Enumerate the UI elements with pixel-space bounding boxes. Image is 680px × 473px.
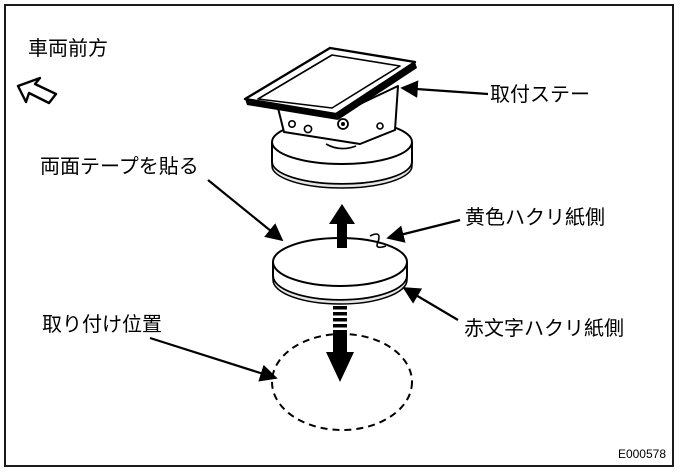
up-arrow-icon [329, 204, 355, 248]
mounting-position-label: 取り付け位置 [42, 312, 162, 336]
red-letter-release-paper-label: 赤文字ハクリ紙側 [464, 316, 624, 340]
vehicle-front-arrow-icon [16, 76, 58, 105]
double-sided-tape-label: 両面テープを貼る [40, 154, 199, 178]
diagram-frame [4, 4, 674, 467]
vehicle-front-label: 車両前方 [28, 36, 108, 60]
leader-lines [149, 80, 489, 382]
yellow-release-paper-label: 黄色ハクリ紙側 [465, 205, 605, 229]
mounting-position-outline [271, 333, 413, 431]
mounting-stay-label: 取付ステー [490, 82, 590, 106]
mounting-stay-part [243, 46, 417, 189]
down-arrow-icon [326, 306, 354, 382]
figure-code: E000578 [617, 447, 666, 461]
